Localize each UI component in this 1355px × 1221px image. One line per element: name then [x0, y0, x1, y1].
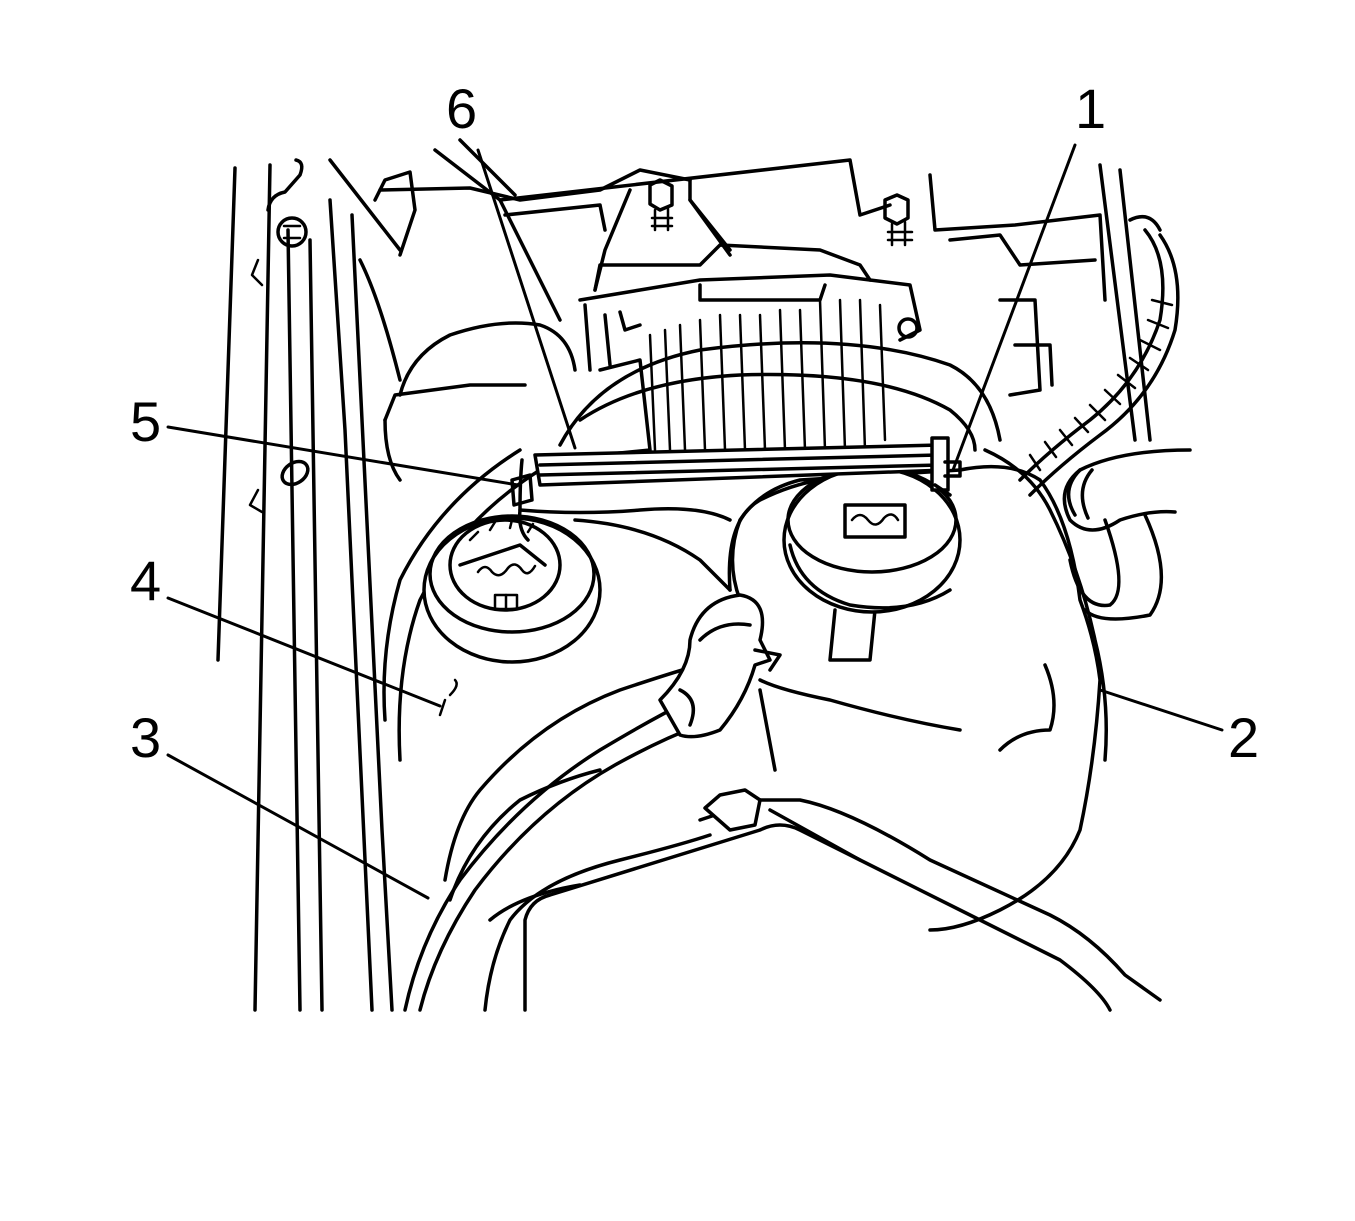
leader-5 [166, 425, 520, 487]
mounting-bracket [533, 436, 962, 497]
lower-hose-right [1062, 448, 1192, 621]
washer-fluid-reservoir [382, 448, 732, 882]
left-fender-frame [216, 158, 394, 1012]
lower-tank [523, 788, 1162, 1012]
leader-4 [166, 596, 442, 708]
leader-1 [951, 143, 1077, 472]
callout-5: 5 [130, 390, 161, 453]
leader-2 [1098, 688, 1224, 732]
fluid-reservoir-right [730, 448, 1108, 932]
callout-3: 3 [130, 706, 161, 769]
callout-6: 6 [446, 77, 477, 140]
upper-radiator-shroud [328, 138, 1162, 442]
coolant-hose [403, 698, 712, 1012]
coolant-surge-tank-top [358, 258, 577, 482]
leader-6 [476, 148, 577, 450]
control-module [578, 178, 922, 457]
hose-elbow [658, 593, 782, 739]
leader-lines [166, 143, 1224, 900]
leader-3 [166, 753, 430, 900]
callout-2: 2 [1228, 706, 1259, 769]
callout-4: 4 [130, 549, 161, 612]
upper-hose [558, 340, 1002, 452]
sensor-connector [510, 458, 822, 592]
callout-1: 1 [1075, 77, 1106, 140]
callout-labels: 1 2 3 4 5 6 [130, 77, 1259, 769]
wiring-harness [1018, 228, 1180, 497]
